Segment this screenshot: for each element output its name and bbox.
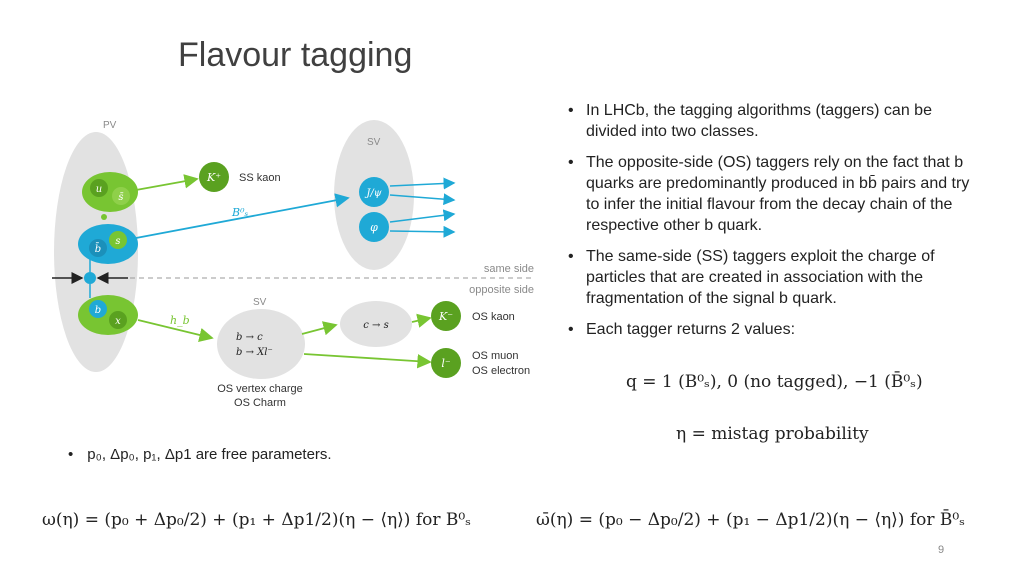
svg-text:b: b	[95, 305, 101, 316]
sv-bottom-label: SV	[253, 297, 267, 308]
bbar-quark	[89, 239, 107, 257]
hb-track	[137, 319, 214, 343]
svg-text:s: s	[115, 236, 120, 247]
slide-title: Flavour tagging	[178, 36, 413, 74]
same-side-label: same side	[484, 263, 534, 275]
u-quark	[90, 179, 108, 197]
kaon-meson-blob	[82, 172, 138, 212]
mistag-equation: η = mistag probability	[676, 424, 869, 444]
ss-kaon-track	[135, 174, 199, 191]
jpsi-node	[359, 177, 389, 207]
bs-meson-blob	[78, 224, 138, 264]
free-parameters-note: p₀, Δp₀, p₁, Δp1 are free parameters.	[68, 446, 332, 463]
bullet-taggers-classes: In LHCb, the tagging algorithms (taggers…	[566, 100, 986, 142]
svg-text:u: u	[96, 184, 102, 195]
bullet-os-taggers: The opposite-side (OS) taggers rely on t…	[566, 152, 986, 236]
os-charm-label: OS Charm	[234, 397, 286, 409]
os-kaon-label: OS kaon	[472, 311, 515, 323]
ss-kaon-label: SS kaon	[239, 172, 281, 184]
sv-bottom-blob	[217, 309, 305, 379]
hb-label: h_b	[170, 314, 190, 327]
bs0-label: B⁰ₛ	[231, 206, 248, 219]
sbar-quark	[112, 187, 130, 205]
tag-decision-equation: q = 1 (B⁰ₛ), 0 (no tagged), −1 (B̄⁰ₛ)	[626, 372, 923, 392]
svg-text:K⁻: K⁻	[438, 310, 453, 323]
svg-text:K⁺: K⁺	[206, 171, 221, 184]
fragmentation-dot	[101, 214, 107, 220]
svg-text:s̄: s̄	[118, 192, 124, 203]
svg-text:l⁻: l⁻	[441, 357, 451, 370]
b-to-xl-label: b → Xl⁻	[236, 347, 273, 358]
k-plus-node	[199, 162, 229, 192]
os-muon-label: OS muon	[472, 350, 518, 362]
s-quark	[109, 231, 127, 249]
svg-text:φ: φ	[370, 221, 378, 234]
bullet-tagger-returns: Each tagger returns 2 values:	[566, 319, 986, 340]
c-to-s-label: c → s	[363, 320, 388, 331]
lepton-node	[431, 348, 461, 378]
bullet-list: In LHCb, the tagging algorithms (taggers…	[566, 100, 986, 350]
bullet-ss-taggers: The same-side (SS) taggers exploit the c…	[566, 246, 986, 309]
x-quark	[109, 311, 127, 329]
svg-text:b̄: b̄	[95, 243, 101, 255]
omega-bar-equation: ω̄(η) = (p₀ − Δp₀/2) + (p₁ − Δp1/2)(η − …	[536, 510, 965, 530]
primary-vertex	[84, 272, 96, 284]
flavour-tagging-diagram: PV SV SV same side opposite side u s̄ b̄…	[52, 120, 534, 409]
omega-equation: ω(η) = (p₀ + Δp₀/2) + (p₁ + Δp1/2)(η − ⟨…	[42, 510, 471, 530]
charm-blob	[340, 301, 412, 347]
phi-node	[359, 212, 389, 242]
free-parameters-text: p₀, Δp₀, p₁, Δp1 are free parameters.	[87, 446, 332, 463]
sv-top-label: SV	[367, 137, 381, 148]
svg-text:x: x	[115, 316, 121, 327]
pv-label: PV	[103, 120, 117, 131]
b-hadron-blob	[78, 295, 138, 335]
svg-text:J/ψ: J/ψ	[364, 188, 381, 199]
os-electron-label: OS electron	[472, 365, 530, 377]
os-vertex-charge-label: OS vertex charge	[217, 383, 303, 395]
b-to-c-label: b → c	[236, 332, 263, 343]
k-minus-node	[431, 301, 461, 331]
page-number: 9	[938, 544, 945, 556]
b-quark	[89, 300, 107, 318]
opposite-side-label: opposite side	[469, 284, 534, 296]
bs0-track	[135, 193, 350, 239]
